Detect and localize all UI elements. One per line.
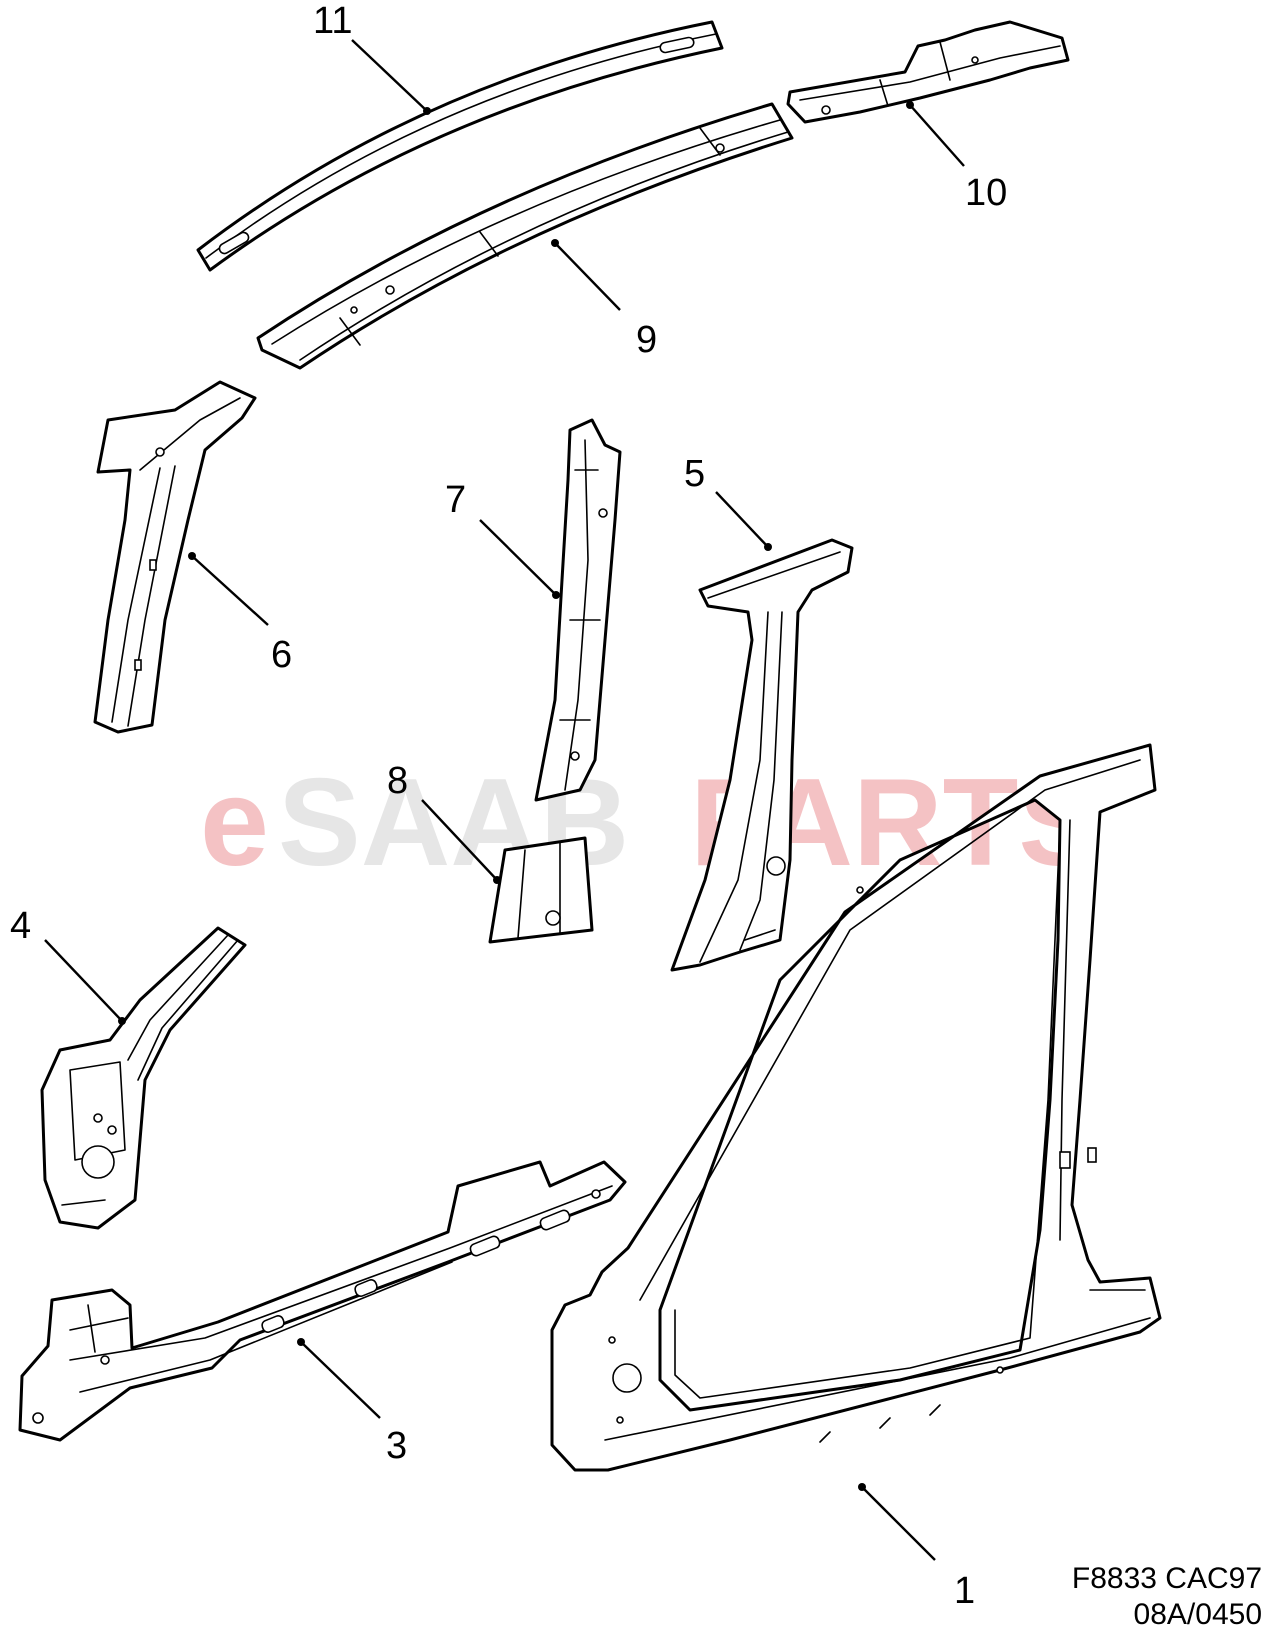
part-7-b-pillar-upper [534, 418, 622, 802]
callout-11: 11 [313, 0, 352, 42]
part-3-sill [18, 1160, 627, 1442]
part-8-b-pillar-lower [488, 836, 594, 944]
callout-8: 8 [387, 760, 408, 802]
figure-code-line2: 08A/0450 [1133, 1598, 1262, 1631]
callout-6: 6 [271, 634, 292, 676]
part-4-a-pillar-lower [40, 926, 247, 1230]
leaders [44, 39, 965, 1561]
part-6-a-pillar-upper [93, 380, 257, 734]
callout-9: 9 [636, 319, 657, 361]
part-5-b-pillar [670, 538, 854, 972]
callout-labels: 11 10 9 6 7 5 8 4 3 1 [10, 0, 1007, 1612]
watermark-e: e [200, 754, 269, 892]
callout-3: 3 [386, 1425, 407, 1467]
part-9-roof-rail-inner [256, 102, 794, 370]
part-10-reinforcement [786, 20, 1070, 124]
callout-1: 1 [954, 1570, 975, 1612]
part-1-side-frame [550, 743, 1162, 1472]
figure-code-line1: F8833 CAC97 [1071, 1562, 1262, 1595]
callout-4: 4 [10, 905, 31, 947]
callout-10: 10 [965, 172, 1007, 214]
callout-5: 5 [684, 453, 705, 495]
callout-7: 7 [445, 479, 466, 521]
part-11-roof-rail [196, 20, 724, 272]
watermark: e SAAB PARTS [200, 754, 1101, 892]
